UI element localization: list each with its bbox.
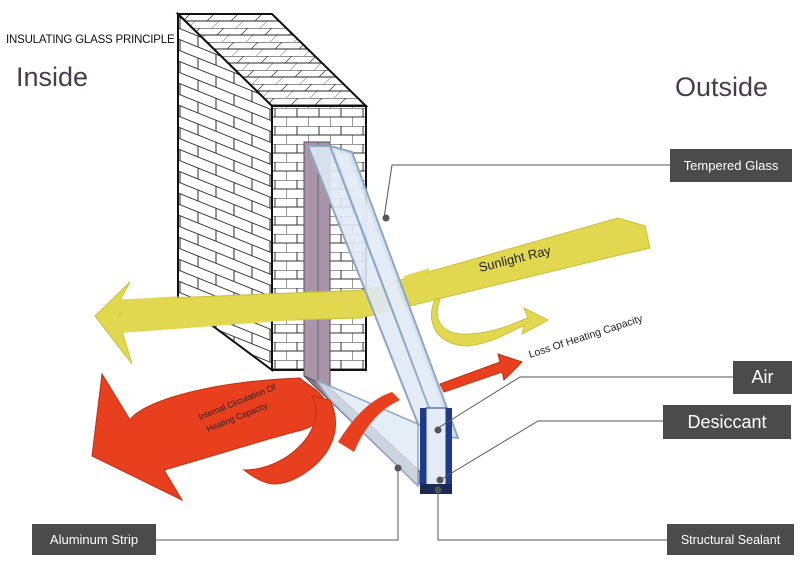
sunlight-arrow <box>94 217 651 365</box>
page-title: INSULATING GLASS PRINCIPLE <box>6 34 175 46</box>
dot-air <box>434 426 442 434</box>
air-callout: Air <box>733 361 792 394</box>
desiccant-callout: Desiccant <box>663 405 791 439</box>
structural-sealant-callout: Structural Sealant <box>667 524 794 555</box>
aluminum-strip-callout: Aluminum Strip <box>32 524 156 555</box>
air-gap <box>334 150 452 432</box>
leader-desiccant <box>439 420 663 481</box>
inside-label: Inside <box>16 62 89 92</box>
dot-aluminum-strip <box>394 464 402 472</box>
heat-arrows <box>91 353 523 502</box>
spacer-left <box>420 408 426 492</box>
leader-structural-sealant <box>437 490 667 541</box>
spacer-right <box>446 408 452 492</box>
dot-desiccant <box>436 476 444 484</box>
internal-circulation-arrow <box>91 372 327 502</box>
dot-tempered-glass <box>382 214 390 222</box>
leader-tempered-glass <box>383 164 670 219</box>
dot-structural-sealant <box>434 486 442 494</box>
leader-aluminum-strip <box>156 468 399 541</box>
leader-air <box>437 376 733 429</box>
tempered-glass-callout: Tempered Glass <box>670 149 792 182</box>
leader-dots <box>382 214 444 494</box>
desiccant-channel <box>425 407 447 487</box>
callout-leaders <box>156 164 733 541</box>
glass-unit <box>306 144 460 494</box>
outside-label: Outside <box>675 72 769 102</box>
loss-arrow <box>439 353 523 393</box>
